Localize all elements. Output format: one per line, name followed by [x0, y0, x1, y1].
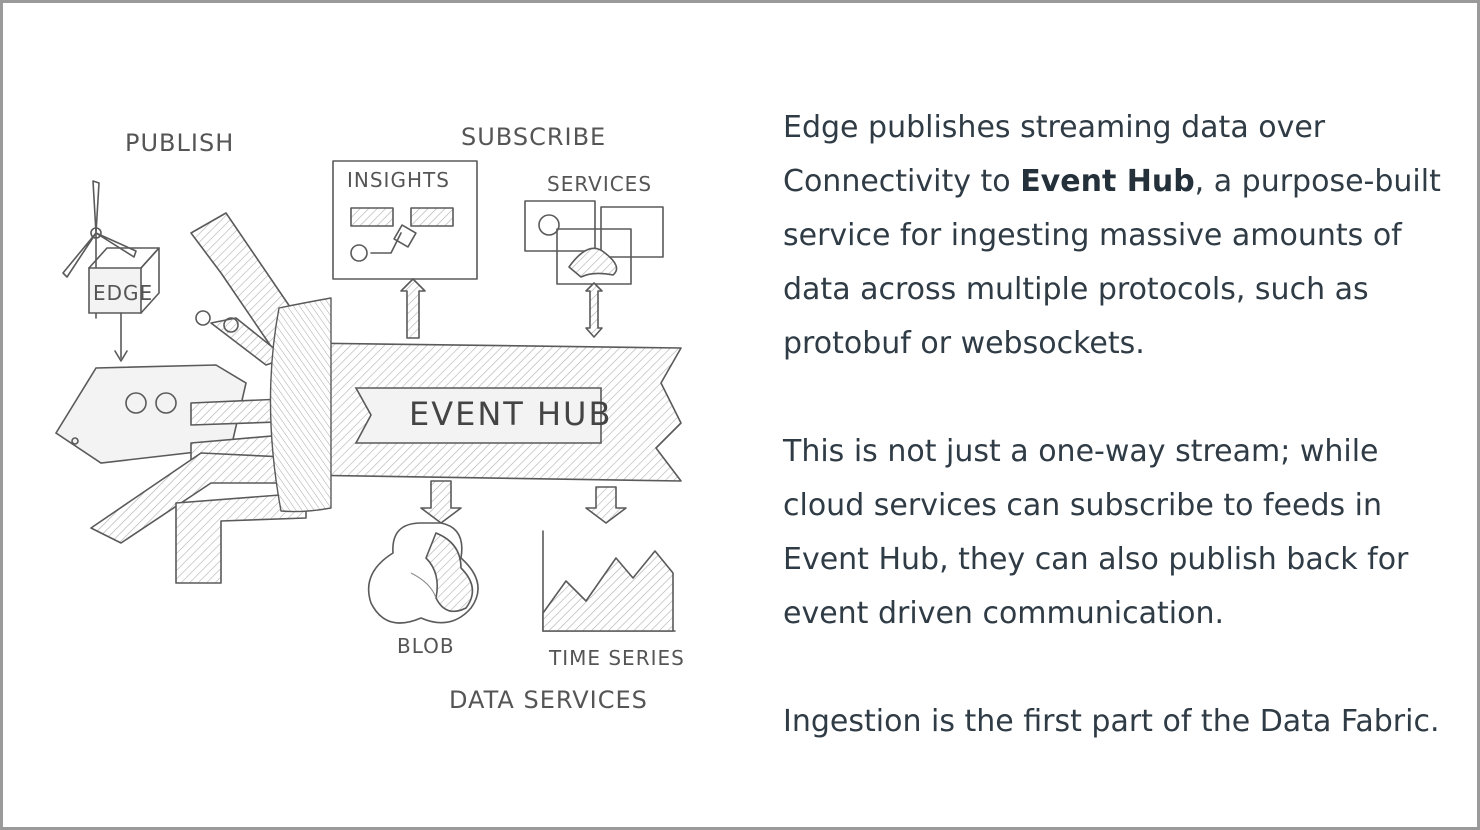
- paragraph-data-fabric: Ingestion is the first part of the Data …: [783, 704, 1440, 739]
- subscribe-label: SUBSCRIBE: [461, 123, 606, 151]
- edge-device-box: EDGE: [88, 247, 160, 362]
- publish-pipes: [90, 212, 307, 584]
- time-series-chart-icon: TIME SERIES: [542, 530, 685, 670]
- paragraph-two-way-stream: This is not just a one-way stream; while…: [783, 434, 1409, 631]
- publish-label: PUBLISH: [125, 129, 234, 157]
- description-column: Edge publishes streaming data over Conne…: [783, 101, 1453, 749]
- paragraph-event-hub-intro: Edge publishes streaming data over Conne…: [783, 101, 1453, 371]
- event-hub-bold-term: Event Hub: [1020, 164, 1195, 199]
- blob-label: BLOB: [397, 634, 455, 658]
- time-series-label: TIME SERIES: [548, 646, 685, 670]
- paragraph-1-end: , a purpose-built service for ingesting …: [783, 164, 1441, 361]
- edge-machine-shape: [54, 364, 247, 464]
- services-label: SERVICES: [547, 172, 652, 196]
- services-panel: SERVICES: [524, 172, 664, 338]
- insights-panel: INSIGHTS: [332, 160, 478, 339]
- event-hub-label: EVENT HUB: [409, 395, 612, 433]
- event-hub-sketch-diagram: PUBLISH SUBSCRIBE EDGE: [41, 103, 711, 723]
- insights-label: INSIGHTS: [347, 168, 450, 192]
- data-services-arrows: [420, 480, 627, 524]
- edge-label: EDGE: [93, 281, 153, 305]
- data-services-label: DATA SERVICES: [449, 686, 648, 714]
- paragraph-1-start: Edge publishes streaming data over Conne…: [783, 110, 1326, 199]
- event-hub-pipe: EVENT HUB: [269, 297, 682, 513]
- blob-storage-icon: BLOB: [367, 522, 479, 658]
